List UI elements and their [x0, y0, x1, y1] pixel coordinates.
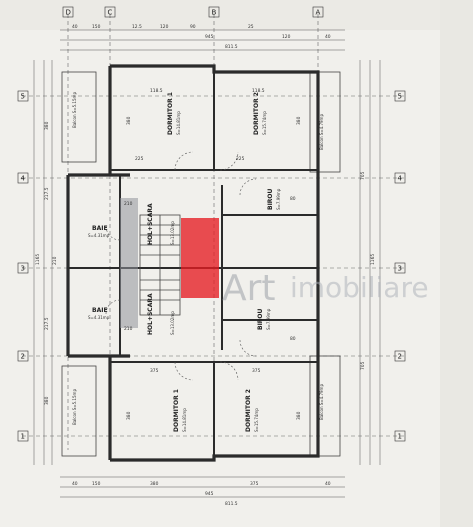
dim-label: 380: [44, 121, 50, 130]
dim-label: 1165: [370, 254, 376, 265]
balcony-label-top-right: Balcon S=4.79mp: [319, 114, 324, 150]
room-area: S=7.99mp: [266, 308, 271, 330]
watermark-bar: [120, 198, 138, 328]
dim-label: 80: [290, 336, 296, 342]
dim-label: 380: [296, 411, 302, 420]
dim-label: 210: [124, 326, 133, 332]
axis-row-3-left: 3: [21, 265, 25, 273]
dim-label: 217.5: [44, 317, 50, 330]
dim-label: 40: [325, 34, 331, 40]
room-name: BIROU: [267, 188, 274, 210]
dim-label: 210: [124, 201, 133, 207]
room-area: S=13.02mp: [170, 221, 175, 245]
dim-label: 80: [290, 196, 296, 202]
dim-label: 40: [72, 481, 78, 487]
door-swings: [105, 151, 257, 381]
staircase: [139, 214, 181, 316]
dimension-labels: 40 150 12.5 120 90 25 945 120 40 811.5 3…: [35, 24, 376, 507]
paper-edge-top: [0, 0, 473, 30]
dim-label: 380: [296, 116, 302, 125]
axis-row-1-right: 1: [398, 433, 402, 441]
axis-col-d: D: [66, 9, 71, 17]
dim-label: 945: [205, 34, 214, 40]
dim-label: 12.5: [132, 24, 142, 30]
room-name: BAIE: [92, 225, 108, 232]
room-name: DORMITOR 1: [173, 389, 180, 432]
room-labels: DORMITOR 1 S=14.81mp DORMITOR 2 S=15.74m…: [88, 92, 281, 432]
room-area: S=14.81mp: [176, 111, 181, 135]
dim-label: 210: [52, 256, 58, 265]
room-area: S=15.74mp: [262, 111, 267, 135]
axis-row-4-right: 4: [398, 175, 403, 183]
grid-axis-labels: D C B A 5 4 3 2 1 5 4 3 2 1: [17, 6, 406, 442]
dim-label: 380: [150, 481, 159, 487]
axis-row-5-left: 5: [21, 93, 25, 101]
axis-row-2-left: 2: [21, 353, 25, 361]
dim-label: 225: [236, 156, 245, 162]
dim-label: 120: [282, 34, 291, 40]
room-name: DORMITOR 2: [253, 92, 260, 135]
dim-label: 40: [72, 24, 78, 30]
watermark-suffix: imobiliare: [290, 271, 429, 304]
dim-label: 705: [360, 361, 366, 370]
balcony-label-bottom-right: Balcon S=4.79mp: [319, 384, 324, 420]
axis-col-b: B: [212, 9, 217, 17]
room-area: S=4.31mp: [88, 233, 110, 238]
room-area: S=13.02mp: [170, 311, 175, 335]
balcony-label-bottom-left: Balcon S=5.15mp: [72, 389, 77, 425]
dim-label: 217.5: [44, 187, 50, 200]
dim-label: 375: [252, 368, 261, 374]
dim-label: 380: [126, 411, 132, 420]
dim-label: 150: [92, 481, 101, 487]
dim-label: 118.5: [252, 88, 265, 94]
room-name: BIROU: [257, 308, 264, 330]
paper-edge-right: [440, 0, 473, 527]
balconies: Balcon S=5.15mp Balcon S=5.15mp Balcon S…: [61, 71, 341, 457]
dim-label: 380: [126, 116, 132, 125]
room-name: HOL+SCARA: [147, 203, 154, 245]
dim-label: 90: [190, 24, 196, 30]
dim-label: 40: [325, 481, 331, 487]
room-area: S=4.31mp: [88, 315, 110, 320]
dimension-lines: [33, 29, 381, 498]
highlight-area: [181, 218, 219, 298]
dim-label: 811.5: [225, 44, 238, 50]
axis-row-1-left: 1: [21, 433, 25, 441]
dim-label: 945: [205, 491, 214, 497]
axis-col-a: A: [316, 9, 321, 17]
room-name: BAIE: [92, 307, 108, 314]
room-name: DORMITOR 2: [245, 389, 252, 432]
axis-row-3-right: 3: [398, 265, 402, 273]
dim-label: 380: [44, 396, 50, 405]
watermark-brand: Art: [222, 268, 276, 309]
watermark: Art imobiliare: [222, 268, 429, 309]
dim-label: 1165: [35, 254, 41, 265]
dim-label: 225: [135, 156, 144, 162]
room-area: S=14.81mp: [182, 408, 187, 432]
dim-label: 705: [360, 171, 366, 180]
internal-dimension-labels: 118.5 118.5 225 225 375 375 80 80 210 21…: [124, 88, 302, 420]
dim-label: 375: [150, 368, 159, 374]
room-area: S=7.99mp: [276, 188, 281, 210]
room-name: HOL+SCARA: [147, 293, 154, 335]
dim-label: 375: [250, 481, 259, 487]
dim-label: 120: [160, 24, 169, 30]
dim-label: 118.5: [150, 88, 163, 94]
room-area: S=15.74mp: [254, 408, 259, 432]
room-name: DORMITOR 1: [167, 92, 174, 135]
axis-row-5-right: 5: [398, 93, 402, 101]
dim-label: 150: [92, 24, 101, 30]
axis-col-c: C: [108, 9, 113, 17]
dim-label: 811.5: [225, 501, 238, 507]
dim-label: 25: [248, 24, 254, 30]
balcony-label-top-left: Balcon S=5.15mp: [72, 92, 77, 128]
axis-row-2-right: 2: [398, 353, 402, 361]
axis-row-4-left: 4: [21, 175, 26, 183]
